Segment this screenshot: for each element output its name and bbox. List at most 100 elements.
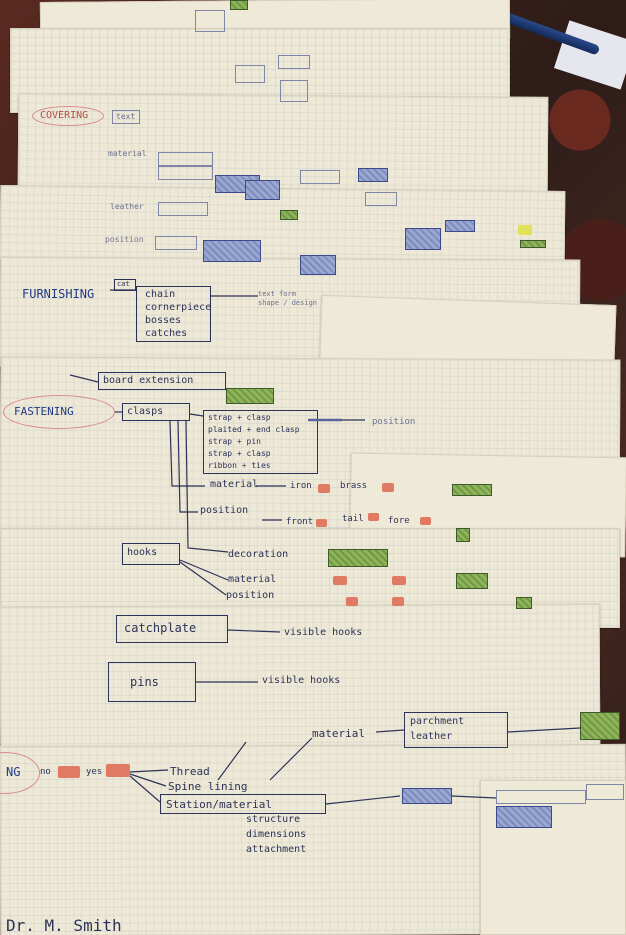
- fastening-ellipse: [3, 395, 115, 429]
- sewing-red: [106, 764, 130, 777]
- furnishing-item: catches: [145, 328, 188, 339]
- furnishing-tag: cat: [117, 280, 130, 288]
- connector: [189, 413, 204, 417]
- position-green: [456, 528, 470, 542]
- material-red: [382, 483, 394, 492]
- covering-box: [158, 152, 213, 166]
- diagram-box: [278, 55, 310, 69]
- furnishing-side-note: text form shape / design: [258, 290, 318, 308]
- covering-highlight-green: [520, 240, 546, 248]
- pins-box: [108, 662, 196, 702]
- material-term: iron: [290, 481, 312, 491]
- catchplate-label: catchplate: [124, 621, 197, 635]
- covering-label: material: [108, 149, 147, 158]
- covering-box: [158, 166, 213, 180]
- sewing-faint-box: [496, 790, 586, 804]
- diagram-box: [235, 65, 265, 83]
- covering-highlight-green: [280, 210, 298, 220]
- hooks-material-label: material: [228, 574, 277, 585]
- clasp-list-item: ribbon + ties: [208, 461, 271, 470]
- material-red: [318, 484, 330, 493]
- position-term: front: [286, 517, 314, 527]
- covering-box: [155, 236, 197, 250]
- clasps-label: clasps: [127, 406, 164, 417]
- connector: [129, 769, 169, 773]
- sewing-heading: NG: [6, 765, 21, 779]
- sewing-sub-item: attachment: [246, 844, 307, 855]
- decoration-green: [328, 549, 388, 567]
- covering-highlight: [245, 180, 280, 200]
- connector: [185, 420, 229, 553]
- covering-box: [158, 202, 208, 216]
- covering-label: position: [105, 235, 144, 244]
- covering-highlight: [358, 168, 388, 182]
- covering-box: [300, 170, 340, 184]
- connector: [507, 727, 581, 733]
- covering-highlight: [300, 255, 336, 275]
- highlight-green: [230, 0, 248, 10]
- covering-highlight: [405, 228, 441, 250]
- position-term: fore: [388, 516, 410, 526]
- covering-tag-box: [112, 110, 140, 124]
- connector: [375, 729, 405, 733]
- hooks-red: [346, 597, 358, 606]
- connector: [169, 420, 205, 487]
- station-box: [160, 794, 326, 814]
- clasp-list-item: plaited + end clasp: [208, 425, 300, 434]
- sewing-sub-item: structure: [246, 814, 301, 825]
- connector: [129, 775, 161, 803]
- sewing-material-label: material: [312, 727, 365, 740]
- position-red: [420, 517, 431, 525]
- connector: [69, 374, 99, 383]
- clasp-list-item: strap + clasp: [208, 449, 271, 458]
- diagram-box: [280, 80, 308, 102]
- pins-label: pins: [130, 675, 159, 689]
- position-term: tail: [342, 514, 364, 524]
- connector: [129, 773, 167, 787]
- covering-highlight: [203, 240, 261, 262]
- sewing-tag: yes: [86, 767, 103, 777]
- clasp-list-item: strap + pin: [208, 437, 261, 446]
- position-label: position: [200, 505, 249, 516]
- sewing-material-option: leather: [410, 731, 453, 742]
- furnishing-list-box: [136, 286, 211, 342]
- hooks-red: [333, 576, 347, 585]
- hooks-green: [456, 573, 488, 589]
- hooks-green: [516, 597, 532, 609]
- connector: [451, 795, 497, 799]
- material-label: material: [210, 479, 259, 490]
- sewing-tag: no: [40, 767, 51, 777]
- hooks-red: [392, 597, 404, 606]
- covering-box: [365, 192, 397, 206]
- hooks-box: [122, 543, 180, 565]
- sheet-bottom-right: [480, 780, 626, 935]
- board-extension-box: [98, 372, 226, 390]
- hooks-red: [392, 576, 406, 585]
- sewing-sub-item: dimensions: [246, 829, 307, 840]
- covering-label: leather: [110, 202, 144, 211]
- material-green: [452, 484, 492, 496]
- position-red: [368, 513, 379, 521]
- position-red: [316, 519, 327, 527]
- connector: [179, 559, 229, 581]
- covering-heading: COVERING: [40, 110, 89, 121]
- sewing-material-box: [404, 712, 508, 748]
- sewing-item: Station/material: [166, 798, 272, 811]
- covering-yellow: [518, 225, 532, 235]
- covering-ellipse: [32, 106, 104, 126]
- connector: [227, 629, 281, 633]
- clasps-box: [122, 403, 190, 421]
- clasp-list-item: strap + clasp: [208, 413, 271, 422]
- sewing-blue: [402, 788, 452, 804]
- connector: [177, 420, 198, 513]
- sewing-item: Thread: [170, 765, 210, 778]
- pins-note: visible hooks: [262, 675, 341, 686]
- sewing-faint-box: [586, 784, 624, 800]
- sewing-item: Spine lining: [168, 780, 248, 793]
- connector: [179, 561, 227, 596]
- diagram-box: [195, 10, 225, 32]
- fastening-heading: FASTENING: [14, 405, 74, 418]
- connector: [269, 737, 313, 781]
- board-extension-highlight: [226, 388, 274, 404]
